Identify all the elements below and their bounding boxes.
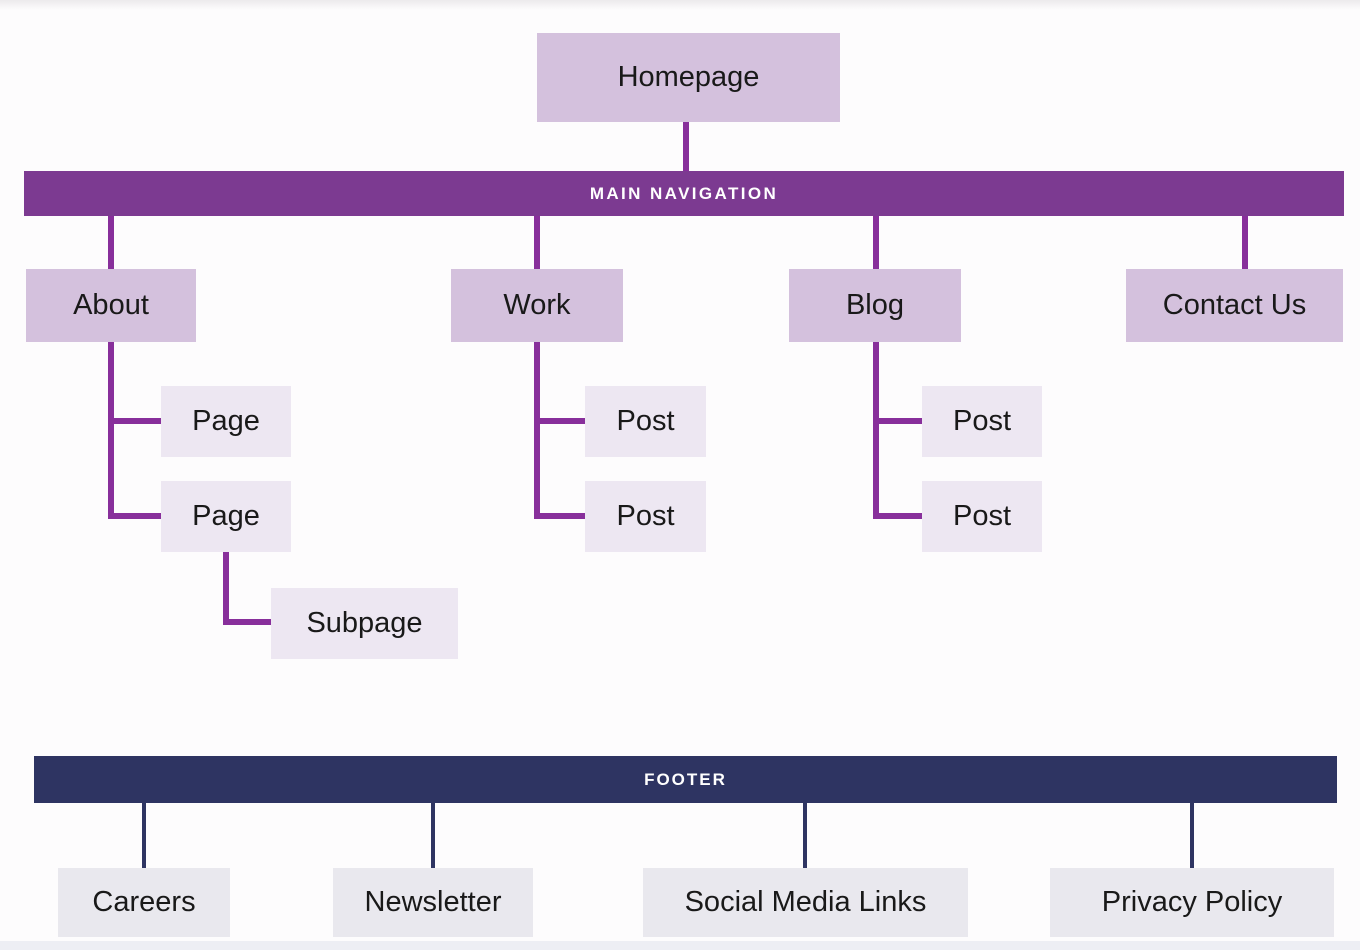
about-trunk-line — [108, 342, 114, 519]
about-branch-page-1 — [108, 418, 161, 424]
work-branch-post-1 — [534, 418, 585, 424]
bottom-edge-strip — [0, 941, 1360, 950]
work-child-post-2: Post — [585, 481, 706, 552]
footer-node-privacy-policy: Privacy Policy — [1050, 868, 1334, 937]
work-child-post-1: Post — [585, 386, 706, 457]
connector-nav-to-blog — [873, 216, 879, 269]
blog-child-post-1: Post — [922, 386, 1042, 457]
homepage-node: Homepage — [537, 33, 840, 122]
connector-homepage-to-nav — [683, 122, 689, 172]
connector-footer-to-careers — [142, 803, 146, 868]
connector-footer-to-social — [803, 803, 807, 868]
nav-node-about: About — [26, 269, 196, 342]
about-child-page-1: Page — [161, 386, 291, 457]
page-branch-subpage — [223, 619, 271, 625]
top-edge-shade — [0, 0, 1360, 10]
footer-bar: FOOTER — [34, 756, 1337, 803]
nav-node-contact-us: Contact Us — [1126, 269, 1343, 342]
subpage-node: Subpage — [271, 588, 458, 659]
footer-node-social-media-links: Social Media Links — [643, 868, 968, 937]
connector-nav-to-about — [108, 216, 114, 269]
blog-trunk-line — [873, 342, 879, 519]
nav-node-blog: Blog — [789, 269, 961, 342]
work-branch-post-2 — [534, 513, 585, 519]
connector-nav-to-work — [534, 216, 540, 269]
work-trunk-line — [534, 342, 540, 519]
about-branch-page-2 — [108, 513, 161, 519]
page-trunk-line — [223, 552, 229, 625]
connector-footer-to-newsletter — [431, 803, 435, 868]
blog-child-post-2: Post — [922, 481, 1042, 552]
main-navigation-bar: MAIN NAVIGATION — [24, 171, 1344, 216]
connector-footer-to-privacy — [1190, 803, 1194, 868]
blog-branch-post-1 — [873, 418, 922, 424]
blog-branch-post-2 — [873, 513, 922, 519]
connector-nav-to-contact — [1242, 216, 1248, 269]
about-child-page-2: Page — [161, 481, 291, 552]
footer-node-newsletter: Newsletter — [333, 868, 533, 937]
nav-node-work: Work — [451, 269, 623, 342]
footer-node-careers: Careers — [58, 868, 230, 937]
